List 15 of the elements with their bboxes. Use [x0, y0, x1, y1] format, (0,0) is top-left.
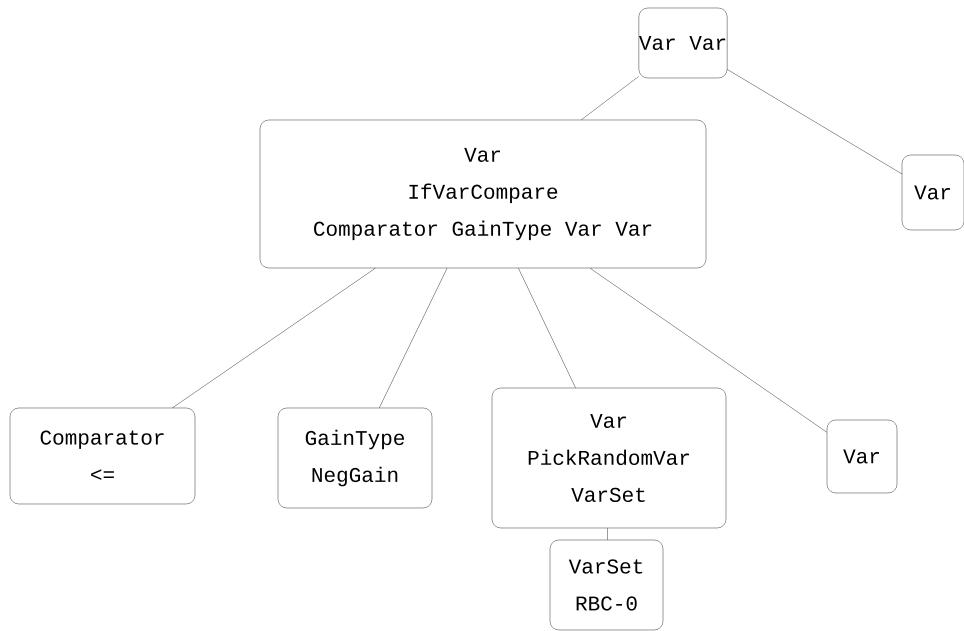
tree-node-box: GainType NegGain [278, 408, 432, 508]
tree-node-box: Var [902, 154, 964, 230]
connector-line [590, 268, 827, 432]
connector-line [727, 69, 902, 174]
connector-line [607, 528, 608, 540]
connector-line [581, 76, 639, 120]
tree-node-box: Var [826, 420, 898, 494]
connector-line [379, 268, 448, 408]
tree-node-box: Var Var [638, 8, 728, 78]
tree-node-box: Comparator <= [10, 408, 196, 504]
tree-node-box: Var PickRandomVar VarSet [492, 388, 726, 528]
connector-line [518, 268, 576, 388]
connector-line [172, 268, 376, 408]
tree-node-box: Var IfVarCompare Comparator GainType Var Var [260, 120, 706, 268]
tree-node-box: VarSet RBC-0 [550, 540, 664, 630]
